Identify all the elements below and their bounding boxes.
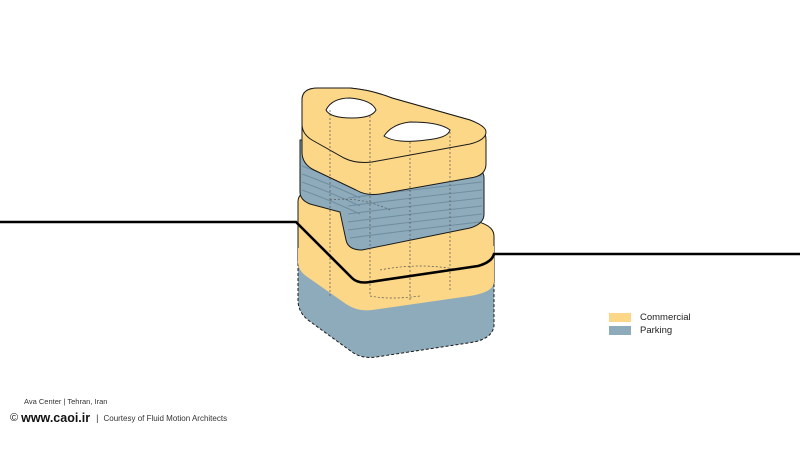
project-location: Tehran, Iran xyxy=(67,397,108,406)
legend-label-commercial: Commercial xyxy=(640,312,691,323)
legend-label-parking: Parking xyxy=(640,325,673,336)
void-right xyxy=(383,121,451,142)
footer-separator: | xyxy=(96,413,99,423)
legend: Commercial Parking xyxy=(609,311,691,337)
project-name: Ava Center xyxy=(24,397,62,406)
legend-item-commercial: Commercial xyxy=(609,311,691,324)
void-left xyxy=(325,97,377,119)
project-caption: Ava Center | Tehran, Iran xyxy=(24,397,107,406)
legend-item-parking: Parking xyxy=(609,324,691,337)
legend-swatch-parking xyxy=(609,326,631,335)
credit-text: Courtesy of Fluid Motion Architects xyxy=(103,413,228,423)
website-link[interactable]: www.caoi.ir xyxy=(21,411,91,425)
caption-separator: | xyxy=(63,397,66,406)
legend-swatch-commercial xyxy=(609,313,631,322)
ground-line xyxy=(0,220,800,284)
footer: © www.caoi.ir | Courtesy of Fluid Motion… xyxy=(10,411,227,425)
copyright-icon: © xyxy=(10,412,19,424)
